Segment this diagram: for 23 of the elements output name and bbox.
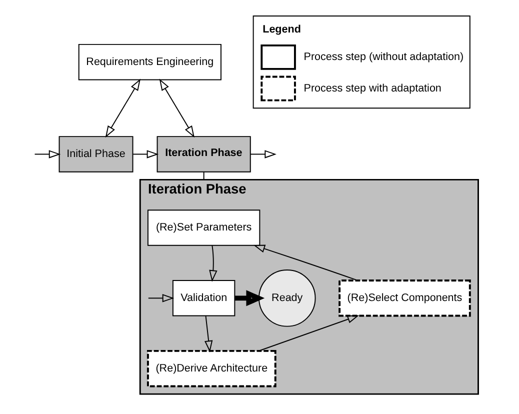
node-box: Requirements Engineering <box>78 44 221 80</box>
arrow <box>258 315 359 352</box>
node-circle: Ready <box>258 270 316 327</box>
arrow <box>158 78 194 138</box>
arrow <box>208 245 217 282</box>
arrow <box>104 78 140 138</box>
legend-label: Process step with adaptation <box>303 82 441 94</box>
node-box: (Re)Derive Architecture <box>146 350 276 388</box>
arrow <box>204 316 212 352</box>
connector <box>202 172 204 180</box>
label: Legend <box>262 23 300 36</box>
node-box: Validation <box>172 280 235 316</box>
arrow <box>132 150 158 158</box>
node-box: (Re)Set Parameters <box>146 210 260 246</box>
arrow <box>234 290 264 306</box>
node-box: Iteration Phase <box>156 136 250 172</box>
arrow <box>252 244 358 281</box>
arrow <box>147 294 174 302</box>
arrow <box>250 150 276 158</box>
arrow <box>34 150 60 158</box>
node-box: Initial Phase <box>58 136 133 172</box>
node-box: (Re)Select Components <box>338 280 470 317</box>
legend-label: Process step (without adaptation) <box>303 50 464 63</box>
